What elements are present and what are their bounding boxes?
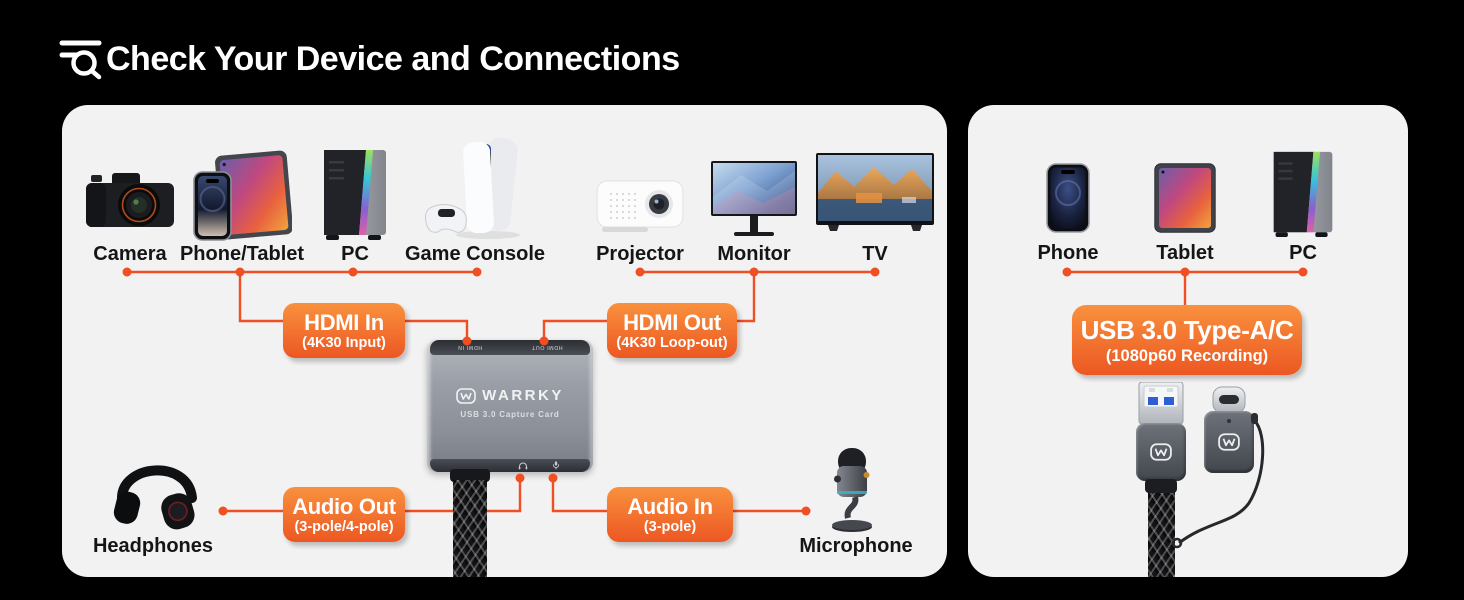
brand-name: WARRKY bbox=[482, 387, 564, 404]
hdmi-in-port-label: HDMI IN bbox=[457, 344, 483, 350]
usb-tag-title: USB 3.0 Type-A/C bbox=[1080, 314, 1294, 345]
hdmi-out-port-label: HDMI OUT bbox=[531, 344, 563, 350]
tablet-image bbox=[1154, 163, 1216, 233]
device-label-headphones: Headphones bbox=[92, 535, 214, 557]
phone-image bbox=[1046, 163, 1090, 233]
audio-in-subtitle: (3-pole) bbox=[643, 518, 697, 535]
warrky-logo-icon bbox=[1150, 443, 1172, 461]
capture-card-branding: WARRKY USB 3.0 Capture Card bbox=[427, 387, 593, 419]
usb-tag-subtitle: (1080p60 Recording) bbox=[1105, 346, 1269, 365]
usb-a-plug-icon bbox=[1138, 382, 1184, 425]
camera-image bbox=[86, 173, 174, 227]
hdmi-out-title: HDMI Out bbox=[623, 309, 721, 335]
capture-card-connections-panel: Camera Phone/Tablet PC Game Console Proj… bbox=[62, 105, 947, 577]
pc-image bbox=[324, 150, 386, 240]
usb-c-adapter bbox=[1204, 411, 1254, 473]
monitor-image bbox=[711, 161, 797, 236]
device-label-tv: TV bbox=[862, 243, 888, 265]
capture-card-image: HDMI IN HDMI OUT WARRKY USB 3.0 Capture … bbox=[427, 340, 593, 472]
hdmi-in-tag: HDMI In (4K30 Input) bbox=[283, 303, 405, 358]
audio-out-subtitle: (3-pole/4-pole) bbox=[294, 518, 394, 535]
device-label-monitor: Monitor bbox=[717, 243, 791, 265]
device-label-phone-tablet: Phone/Tablet bbox=[179, 243, 305, 265]
device-label-pc-right: PC bbox=[1289, 242, 1317, 264]
audio-in-tag: Audio In (3-pole) bbox=[607, 487, 733, 542]
page-title: Check Your Device and Connections bbox=[106, 40, 680, 78]
tether-knob bbox=[1251, 413, 1258, 424]
device-label-phone: Phone bbox=[1037, 242, 1099, 264]
hdmi-out-tag: HDMI Out (4K30 Loop-out) bbox=[607, 303, 737, 358]
adapter-indicator-dot bbox=[1227, 419, 1231, 423]
device-label-tablet: Tablet bbox=[1156, 242, 1214, 264]
cable-strain-relief bbox=[450, 469, 490, 482]
tether-cord bbox=[1171, 420, 1265, 549]
hdmi-in-subtitle: (4K30 Input) bbox=[302, 334, 386, 351]
audio-out-title: Audio Out bbox=[292, 493, 396, 519]
microphone-image bbox=[832, 448, 872, 532]
zoom-search-icon bbox=[59, 40, 102, 80]
warrky-logo-icon bbox=[1218, 433, 1240, 451]
usb-a-connector bbox=[1136, 423, 1186, 481]
warrky-logo-icon bbox=[456, 387, 476, 404]
tv-image bbox=[816, 153, 934, 231]
hdmi-out-subtitle: (4K30 Loop-out) bbox=[616, 334, 728, 351]
usb-output-panel: Phone Tablet PC USB 3.0 Type-A/C (1080p6… bbox=[968, 105, 1408, 577]
usb-type-tag: USB 3.0 Type-A/C (1080p60 Recording) bbox=[1072, 305, 1302, 375]
audio-in-title: Audio In bbox=[627, 493, 713, 519]
capture-card-audio-edge bbox=[430, 459, 590, 472]
game-console-image bbox=[425, 137, 520, 239]
headphones-image bbox=[113, 465, 197, 530]
hdmi-in-title: HDMI In bbox=[304, 309, 384, 335]
usb-c-plug-icon bbox=[1212, 386, 1246, 414]
device-label-projector: Projector bbox=[596, 243, 684, 265]
capture-card-model-text: USB 3.0 Capture Card bbox=[460, 410, 560, 419]
device-label-game-console: Game Console bbox=[404, 243, 546, 265]
device-label-pc: PC bbox=[341, 243, 369, 265]
audio-out-tag: Audio Out (3-pole/4-pole) bbox=[283, 487, 405, 542]
usb-a-cable bbox=[1148, 491, 1175, 577]
projector-image bbox=[596, 180, 684, 232]
pc-image-right bbox=[1273, 151, 1333, 238]
headphone-port-icon bbox=[518, 462, 528, 470]
usb-cable bbox=[453, 480, 487, 577]
usb-a-strain-relief bbox=[1145, 479, 1177, 493]
device-label-microphone: Microphone bbox=[799, 535, 913, 557]
game-controller bbox=[425, 204, 467, 233]
mic-port-icon bbox=[552, 461, 560, 470]
capture-card-hdmi-edge: HDMI IN HDMI OUT bbox=[430, 340, 590, 355]
device-label-camera: Camera bbox=[93, 243, 167, 265]
phone-tablet-image bbox=[193, 150, 292, 241]
